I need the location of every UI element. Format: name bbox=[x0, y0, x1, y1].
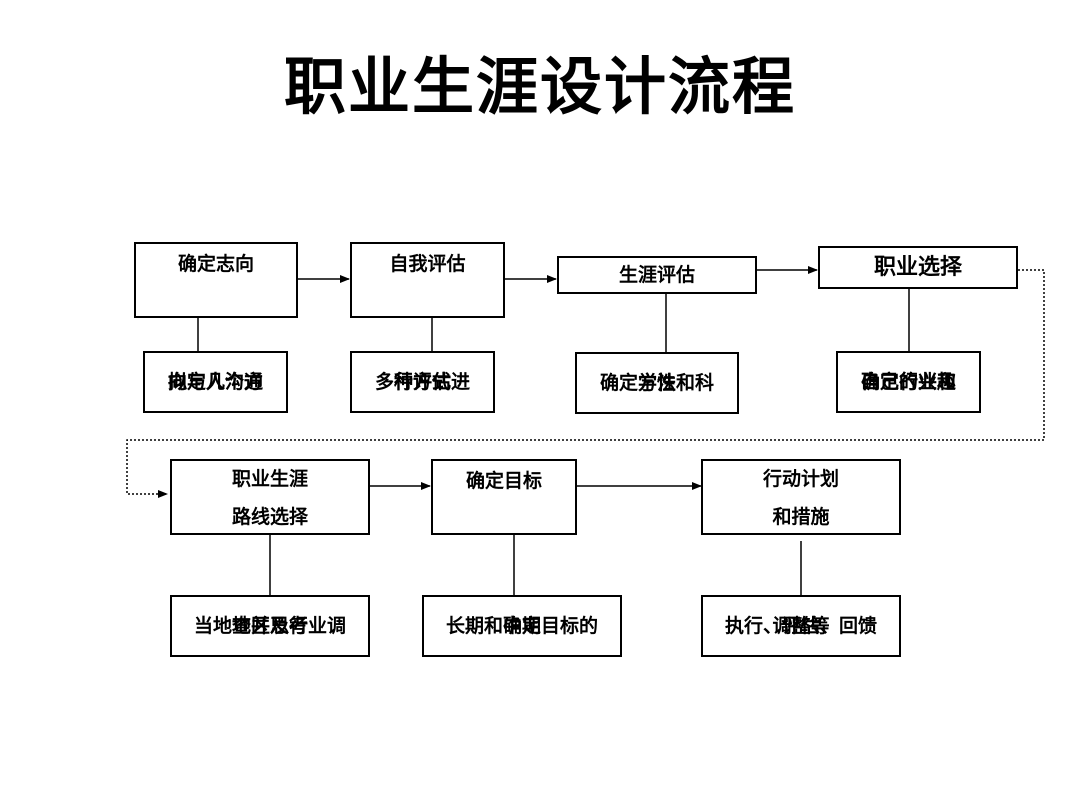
step-label: 确定志向 bbox=[177, 253, 254, 275]
step-label: 自我评估 bbox=[389, 253, 466, 275]
page-title: 职业生涯设计流程 bbox=[283, 50, 796, 123]
detail-box-6: 长期和中期目标的确定 bbox=[422, 595, 622, 657]
step-label: 确定目标 bbox=[465, 470, 542, 492]
step-box-7: 行动计划 和措施 bbox=[701, 459, 901, 535]
wrap-connector bbox=[126, 269, 1045, 498]
step-box-5: 职业生涯 路线选择 bbox=[170, 459, 370, 535]
step-label-line2: 路线选择 bbox=[231, 506, 308, 528]
step-label-line1: 职业生涯 bbox=[231, 468, 308, 490]
detail-box-2: 多种方式进行评估 bbox=[350, 351, 495, 413]
detail-box-7: 执行、评估、回馈调整等 bbox=[701, 595, 901, 657]
step-box-4: 职业选择 bbox=[818, 246, 1018, 289]
detail-box-1: 拟定几个方向与人沟通 bbox=[143, 351, 288, 413]
step-box-3: 生涯评估 bbox=[557, 256, 757, 294]
step-label-line1: 行动计划 bbox=[762, 468, 839, 490]
step-box-6: 确定目标 bbox=[431, 459, 577, 535]
step-label: 职业选择 bbox=[873, 254, 962, 280]
detail-box-4: 确定行业和自己的兴趣 bbox=[836, 351, 981, 413]
step-box-1: 确定志向 bbox=[134, 242, 298, 318]
detail-box-5: 当地地区及行业调查并思考 bbox=[170, 595, 370, 657]
step-box-2: 自我评估 bbox=[350, 242, 505, 318]
step-label: 生涯评估 bbox=[618, 264, 695, 286]
detail-box-3: 确定方法和科学性 bbox=[575, 352, 739, 414]
step-label-line2: 和措施 bbox=[772, 506, 830, 528]
